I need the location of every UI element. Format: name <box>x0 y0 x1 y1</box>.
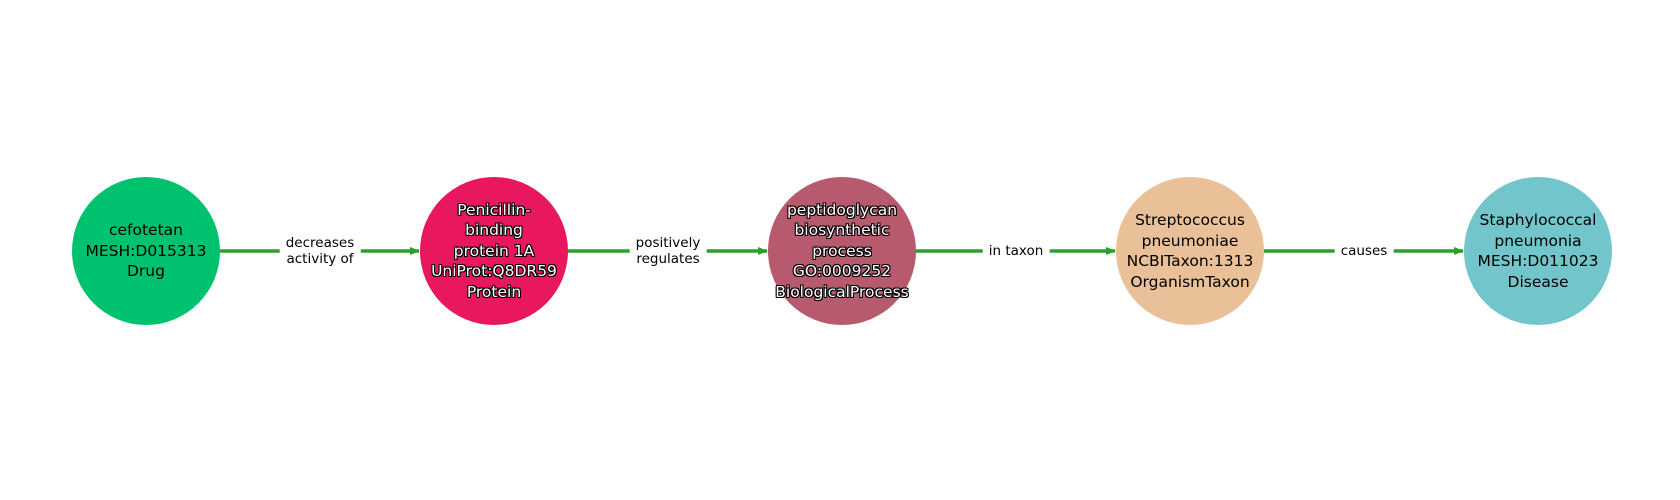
node-label-line: NCBITaxon:1313 <box>1126 252 1254 270</box>
node-label-line: cefotetan <box>108 221 183 240</box>
node-label-line: UniProt:Q8DR59 <box>431 262 557 281</box>
edge-label-line: decreases <box>285 235 355 251</box>
node-label-line: MESH:D015313 <box>85 241 207 260</box>
node-label-line: protein 1A <box>453 241 535 260</box>
node-label-line: Disease <box>1507 272 1569 291</box>
edge-label-line: activity of <box>286 251 354 267</box>
node-label-line: Penicillin- <box>457 200 531 219</box>
node-label-line: Protein <box>466 282 522 301</box>
edge-label-line: regulates <box>636 251 700 267</box>
node-label-line: MESH:D011023 <box>1477 252 1599 270</box>
node-label-line: Staphylococcal <box>1479 211 1597 229</box>
edge-label-line: positively <box>635 235 701 251</box>
node-label-line: BiologicalProcess <box>775 282 909 301</box>
node-label-line: GO:0009252 <box>792 262 892 281</box>
node-label-line: binding <box>465 221 523 240</box>
edge-label-line: causes <box>1340 243 1388 259</box>
node-label-line: Drug <box>127 262 165 281</box>
node-label-line: biosynthetic <box>794 221 890 240</box>
node-label-line: pneumoniae <box>1141 231 1239 250</box>
node-label-line: OrganismTaxon <box>1130 272 1250 291</box>
node-label-line: Streptococcus <box>1135 211 1245 229</box>
edge-label-line: in taxon <box>988 243 1044 259</box>
node-label-line: process <box>812 241 872 260</box>
edge-label: in taxon <box>982 243 1050 259</box>
edge-label: causes <box>1334 243 1394 259</box>
node-label-line: peptidoglycan <box>786 200 898 219</box>
node-label-line: pneumonia <box>1494 231 1582 250</box>
